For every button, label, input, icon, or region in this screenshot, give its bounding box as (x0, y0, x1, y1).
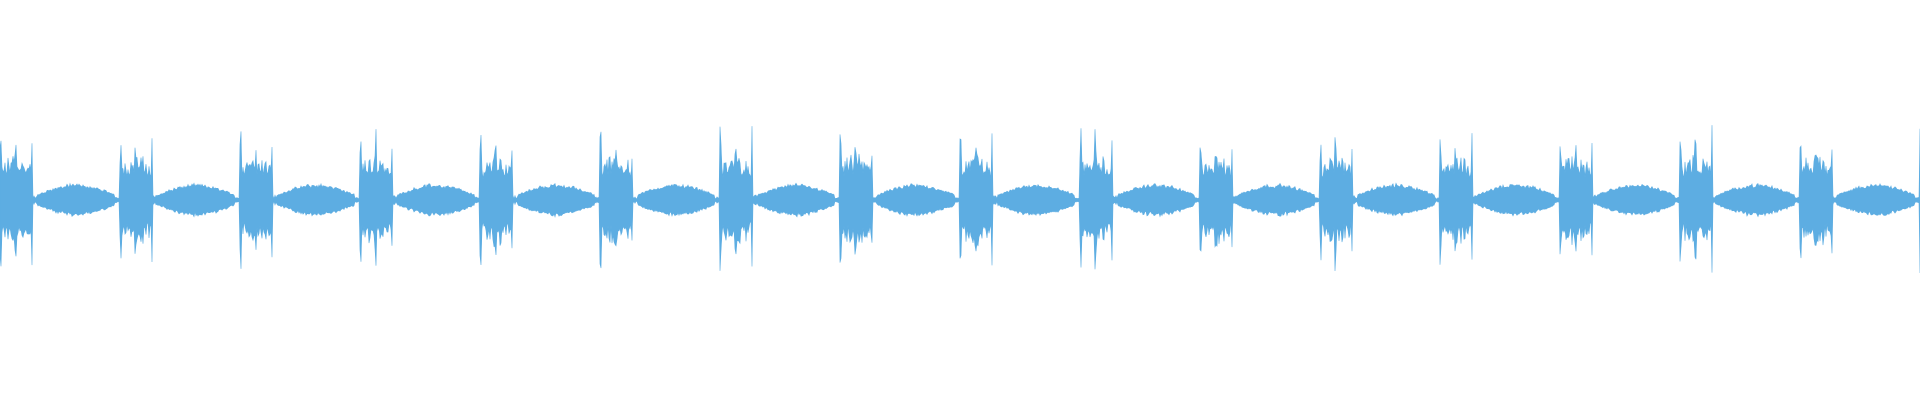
waveform-path (0, 125, 1920, 274)
